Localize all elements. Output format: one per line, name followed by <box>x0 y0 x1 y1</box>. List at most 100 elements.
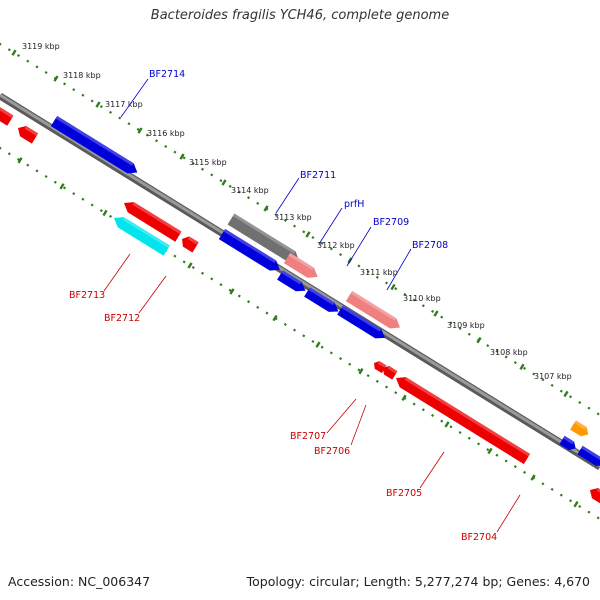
rail-tick <box>390 283 396 291</box>
rail-dot <box>311 339 315 344</box>
gene-bf2704-highlight <box>596 488 600 493</box>
rail-tick <box>59 183 65 190</box>
rail-dot <box>219 283 223 287</box>
gene-bf2712-b <box>182 236 199 253</box>
gene-bf2710-highlight <box>281 270 302 285</box>
rail-dot <box>63 82 67 86</box>
rail-dot <box>155 139 159 143</box>
rail-dot <box>0 42 2 46</box>
rail-dot <box>513 361 517 365</box>
rail-dot <box>486 344 490 348</box>
gene-label-bf2711[interactable]: BF2711 <box>300 170 336 181</box>
gene-right-blue-1-body <box>559 435 576 451</box>
gene-features <box>0 107 600 504</box>
rail-dot <box>210 277 214 281</box>
rail-dot <box>99 209 103 213</box>
rail-dot <box>256 305 260 309</box>
gene-bf2708-highlight <box>341 305 382 332</box>
gene-bf2712 <box>124 202 182 242</box>
gene-right-blue-2-highlight <box>581 445 600 460</box>
kbp-label: 3113 kbp <box>274 213 312 222</box>
gene-left-red-2 <box>18 126 39 144</box>
gene-bf2710 <box>277 270 306 292</box>
topology-text: Topology: circular; Length: 5,277,274 bp… <box>246 574 590 589</box>
gene-bf2714-body <box>50 115 138 174</box>
label-leader <box>275 177 300 214</box>
gene-label-bf2707[interactable]: BF2707 <box>290 431 326 442</box>
gene-bf2706-body <box>383 365 398 380</box>
rail-tick <box>401 394 407 401</box>
gene-bf2711-b-body <box>218 228 280 271</box>
rail-dot <box>550 383 554 387</box>
gene-bf2705-highlight <box>404 377 531 457</box>
gene-left-red-2-body <box>18 126 39 144</box>
rail-dot <box>136 127 140 131</box>
rail-dot <box>403 292 407 296</box>
gene-label-bf2708[interactable]: BF2708 <box>412 240 448 251</box>
gene-bf2710-body <box>277 270 306 292</box>
gene-prfh-highlight <box>288 252 314 271</box>
rail-dot <box>26 163 30 167</box>
rail-dot <box>329 247 333 251</box>
gene-label-bf2709[interactable]: BF2709 <box>373 217 409 228</box>
rail-dot <box>596 516 600 520</box>
rail-dot <box>44 71 48 75</box>
gene-left-red-1-highlight <box>0 107 14 119</box>
gene-bf2709 <box>304 287 339 312</box>
rail-dot <box>265 311 269 315</box>
rail-dot <box>228 288 232 292</box>
gene-bf2706-highlight <box>387 365 398 374</box>
rail-dot <box>17 53 21 57</box>
rail-dot <box>385 281 389 285</box>
rail-dot <box>63 186 67 190</box>
rail-dot <box>72 88 76 92</box>
rail-dot <box>523 470 527 474</box>
rail-dot <box>320 345 324 349</box>
gene-bf2712-body <box>124 202 182 242</box>
rail-tick <box>187 262 193 269</box>
gene-label-bf2712[interactable]: BF2712 <box>104 313 140 324</box>
rail-dot <box>237 190 241 194</box>
rail-tick <box>229 288 235 295</box>
rail-tick <box>11 49 17 56</box>
rail-dot <box>109 110 113 114</box>
rail-dot <box>458 327 462 331</box>
gene-label-bf2705[interactable]: BF2705 <box>386 488 422 499</box>
gene-label-bf2714[interactable]: BF2714 <box>149 69 185 80</box>
rail-dot <box>320 241 324 245</box>
rail-tick <box>95 101 101 108</box>
rail-dot <box>366 374 370 378</box>
rail-dot <box>495 453 499 457</box>
rail-dot <box>394 287 398 291</box>
rail-dot <box>477 442 481 446</box>
gene-bf2714-highlight <box>55 115 134 166</box>
rail-dot <box>596 412 600 416</box>
gene-left-red-2-highlight <box>24 126 39 136</box>
gene-right-blue-2-body <box>577 445 600 466</box>
rail-dot <box>99 105 103 109</box>
gene-label-prfh[interactable]: prfH <box>344 199 364 210</box>
rail-dot <box>467 332 471 336</box>
gene-right-blue-1 <box>559 435 576 451</box>
gene-left-red-1 <box>0 107 14 126</box>
rail-dot <box>302 230 306 234</box>
rail-dot <box>431 309 435 313</box>
kbp-label: 3114 kbp <box>231 186 269 195</box>
rail-tick <box>315 341 321 348</box>
kbp-label: 3115 kbp <box>189 158 227 167</box>
gene-bf2705-body <box>396 377 531 465</box>
gene-bf2705 <box>396 377 531 465</box>
gene-bf2707-highlight <box>377 361 387 369</box>
gene-label-bf2706[interactable]: BF2706 <box>314 446 350 457</box>
gene-label-bf2713[interactable]: BF2713 <box>69 290 105 301</box>
kbp-label: 3111 kbp <box>360 268 398 277</box>
label-leader <box>386 248 412 291</box>
kbp-label: 3110 kbp <box>403 294 441 303</box>
rail-dot <box>118 116 122 120</box>
rail-dot <box>173 254 177 258</box>
rail-dot <box>339 253 343 257</box>
gene-label-bf2704[interactable]: BF2704 <box>461 532 497 543</box>
rail-dot <box>578 400 582 404</box>
rail-dot <box>237 294 241 298</box>
rail-dot <box>578 504 582 508</box>
